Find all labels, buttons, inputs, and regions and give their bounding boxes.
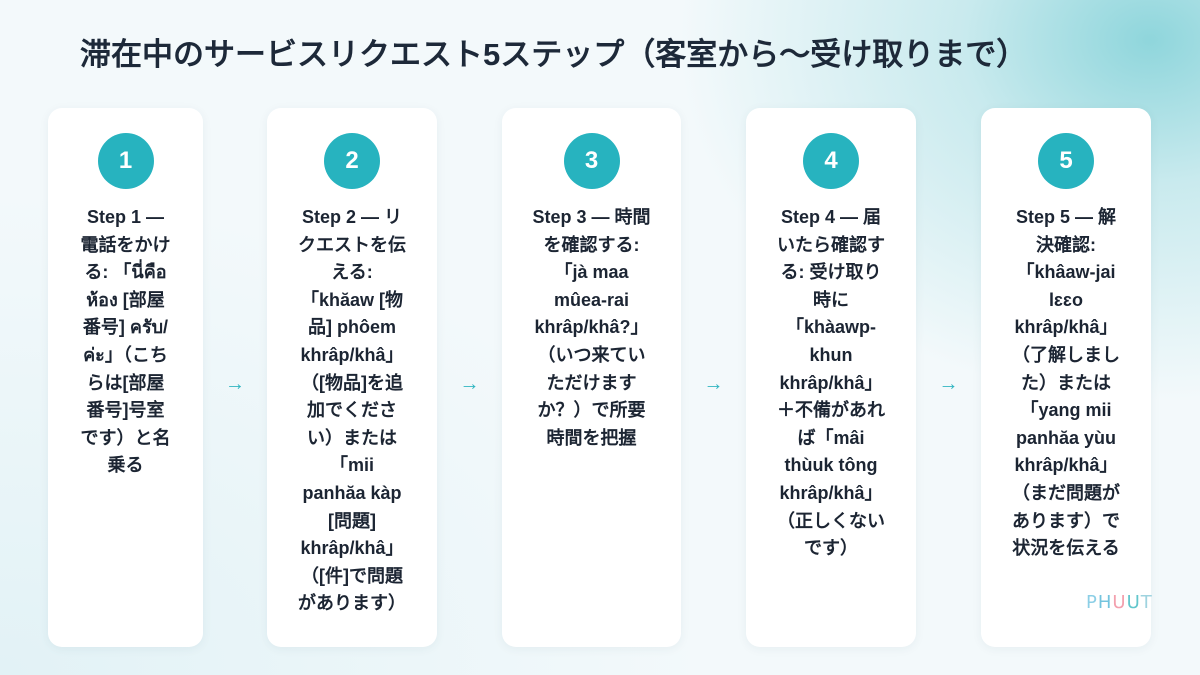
step-description: Step 1 — 電話をかける: 「นี่คือห้อง [部屋番号] ครับ… — [80, 207, 171, 476]
page-title: 滞在中のサービスリクエスト5ステップ（客室から〜受け取りまで） — [80, 37, 1028, 72]
step-description: Step 5 — 解決確認: 「khâaw-jai lɛɛo khrâp/khâ… — [1012, 207, 1120, 559]
steps-row: 1 Step 1 — 電話をかける: 「นี่คือห้อง [部屋番号] คร… — [48, 108, 1151, 647]
right-arrow-icon: → — [938, 373, 959, 395]
step-card-5: 5 Step 5 — 解決確認: 「khâaw-jai lɛɛo khrâp/k… — [981, 108, 1151, 647]
logo-letter: H — [1097, 592, 1113, 613]
right-arrow-icon: → — [703, 373, 724, 395]
step-description: Step 3 — 時間を確認する: 「jà maa mûea-rai khrâp… — [532, 207, 651, 448]
step-number-badge: 3 — [563, 133, 620, 189]
step-description: Step 4 — 届いたら確認する: 受け取り時に「khàawp-khun kh… — [777, 207, 885, 559]
logo-letter: T — [1140, 592, 1153, 613]
step-card-2: 2 Step 2 — リクエストを伝える: 「khăaw [物品] phôem … — [267, 108, 437, 647]
phuut-logo: PHUUT — [1086, 592, 1153, 613]
step-number-badge: 2 — [324, 133, 380, 189]
step-card-4: 4 Step 4 — 届いたら確認する: 受け取り時に「khàawp-khun … — [746, 108, 916, 647]
step-card-3: 3 Step 3 — 時間を確認する: 「jà maa mûea-rai khr… — [502, 108, 681, 647]
right-arrow-icon: → — [459, 373, 480, 395]
right-arrow-icon: → — [225, 373, 245, 395]
step-number-badge: 5 — [1038, 133, 1094, 189]
step-description: Step 2 — リクエストを伝える: 「khăaw [物品] phôem kh… — [298, 207, 406, 614]
logo-letter: U — [1126, 592, 1141, 613]
step-card-1: 1 Step 1 — 電話をかける: 「นี่คือห้อง [部屋番号] คร… — [48, 108, 203, 647]
logo-letter: U — [1112, 592, 1127, 613]
logo-letter: P — [1086, 592, 1098, 613]
step-number-badge: 4 — [803, 133, 859, 189]
step-number-badge: 1 — [97, 133, 154, 189]
